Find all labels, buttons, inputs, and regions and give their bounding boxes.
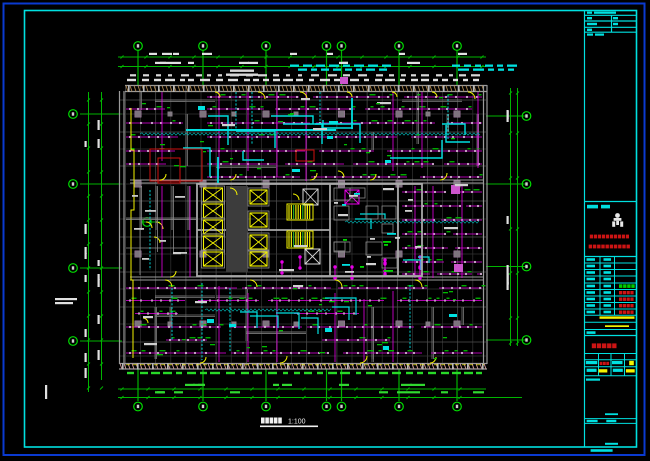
svg-text:1:100: 1:100 bbox=[288, 419, 306, 426]
